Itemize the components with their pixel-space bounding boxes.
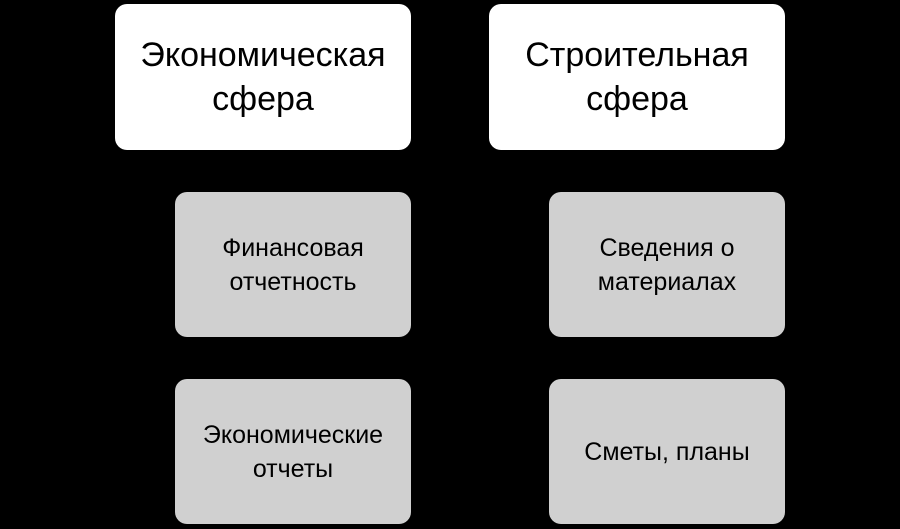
materials-info-label: Сведения о материалах bbox=[597, 233, 737, 296]
financial-reporting-label: Финансовая отчетность bbox=[222, 233, 364, 296]
construction-sphere-label: Строительная сфера bbox=[525, 36, 749, 118]
construction-sphere-box: Строительная сфера bbox=[489, 4, 785, 150]
economic-reports-box: Экономические отчеты bbox=[175, 379, 411, 524]
materials-info-box: Сведения о материалах bbox=[549, 192, 785, 337]
economic-sphere-box: Экономическая сфера bbox=[115, 4, 411, 150]
estimates-plans-label: Сметы, планы bbox=[584, 437, 750, 466]
economic-sphere-label: Экономическая сфера bbox=[140, 36, 386, 118]
estimates-plans-box: Сметы, планы bbox=[549, 379, 785, 524]
economic-reports-label: Экономические отчеты bbox=[202, 420, 384, 483]
financial-reporting-box: Финансовая отчетность bbox=[175, 192, 411, 337]
